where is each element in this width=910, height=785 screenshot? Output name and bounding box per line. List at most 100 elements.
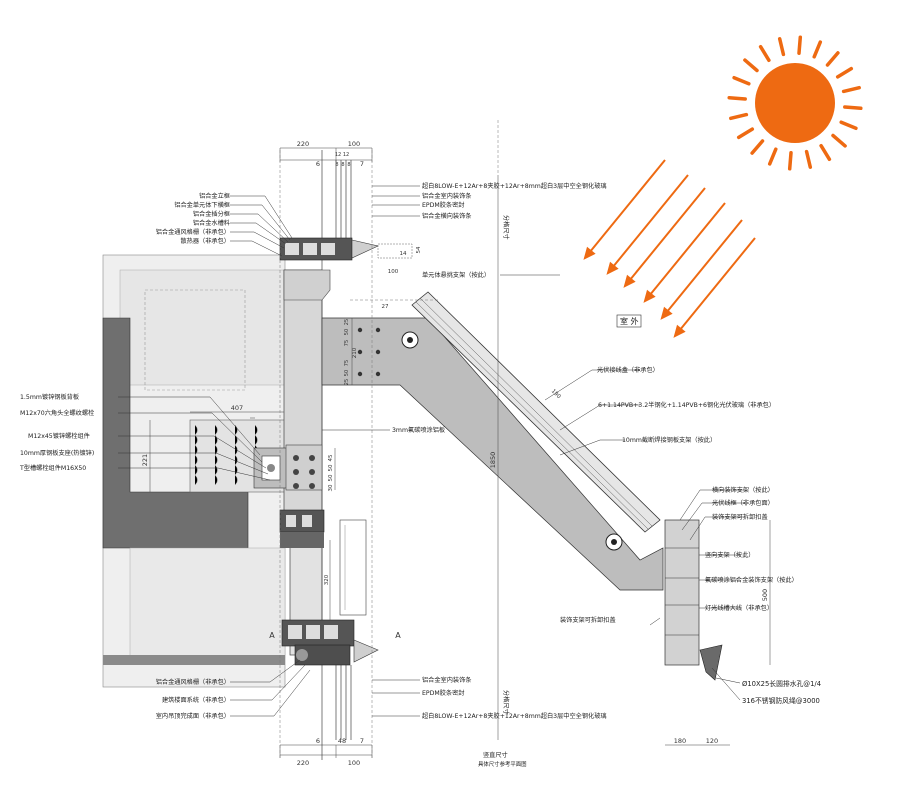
radiator-box: [144, 289, 246, 391]
dim-bottom-100: 100: [348, 759, 360, 767]
outdoor-label: 室 外: [620, 316, 639, 326]
cantilever-bracket: [321, 317, 664, 591]
sun-ray-arrows: [583, 159, 756, 338]
dim-plate-50a: 50: [344, 329, 350, 335]
top-labels: 超白8LOW-E+12Ar+8夹胶+12Ar+8mm超白3层中空全钢化玻璃 铝合…: [422, 182, 607, 220]
bottom-labels: 铝合金室内装饰条 EPDM胶条密封 超白8LOW-E+12Ar+8夹胶+12Ar…: [422, 676, 607, 720]
dimension-lines: [149, 147, 771, 758]
dim-320: 320: [324, 574, 330, 585]
dim-top-6: 6: [316, 160, 320, 168]
sun-ray: [750, 139, 765, 155]
label-vertical-bracket: 竖向支架（按此）: [705, 551, 755, 559]
sun-ray: [787, 151, 793, 171]
dim-top-8a: 8: [335, 162, 338, 168]
arrow-head: [623, 274, 636, 288]
arrow-head: [660, 306, 673, 320]
label-lower-transom: 铝合金单元体下横框: [174, 201, 230, 209]
label-epdm-top: EPDM胶条密封: [422, 201, 465, 209]
sun-disc: [755, 63, 835, 143]
label-horizontal-trim: 铝合金横向装饰条: [422, 212, 472, 220]
label-alu-panel: 3mm氟碳喷涂铝板: [392, 426, 445, 434]
sun-icon: [727, 35, 863, 171]
label-pv-junction: 光伏接线盒（非承包）: [597, 366, 659, 374]
sun-ray: [839, 120, 858, 131]
dim-plate-75b: 75: [344, 360, 350, 366]
label-drain-hole: Ø10X25长圆排水孔@1/4: [742, 679, 821, 688]
sun-ray: [797, 35, 803, 55]
bolt-column: [285, 444, 323, 491]
dim-1850: 1850: [489, 452, 497, 469]
note-refer-plan: 具体尺寸参考平面图: [478, 760, 527, 768]
dim-bottom-6: 6: [316, 737, 320, 745]
dim-bottom-48: 48: [338, 737, 346, 745]
dim-plate-50b: 50: [344, 370, 350, 376]
label-split-frame: 铝合金插分框: [193, 210, 230, 218]
dim-bolt-45: 45: [328, 454, 334, 461]
dim-27: 27: [382, 304, 389, 310]
label-cantilever: 单元体悬挑支架（按此）: [422, 271, 490, 279]
pv-panel: [411, 291, 661, 533]
lower-zone: [129, 547, 286, 659]
pivot-upper-core: [407, 337, 413, 343]
sun-ray: [758, 44, 771, 63]
sun-ray: [831, 133, 847, 148]
glass-lower: [335, 665, 352, 740]
label-radiator: 散热器（非承包）: [181, 237, 231, 245]
dimension-text: 220 100 12 12 6 8 8 8 7 220 100 6 48 7 1…: [141, 140, 769, 767]
label-wind-cable: 316不锈钢防风绳@3000: [742, 696, 820, 705]
label-gutter: 铝合金水槽料: [193, 219, 230, 227]
dim-500: 500: [761, 589, 769, 601]
label-bolt-assembly: M12x45镀锌螺栓组件: [28, 432, 90, 440]
pivot-lower-core: [611, 539, 617, 545]
label-vent-grille: 铝合金通风格栅（非承包）: [156, 228, 230, 236]
dim-bottom-120: 120: [706, 737, 718, 745]
plate-bolts: [357, 327, 381, 377]
sun-ray-arrow-icon: [624, 187, 706, 287]
dim-bolt-50b: 50: [328, 474, 334, 481]
sun-ray: [825, 51, 840, 67]
label-alu-bracket: 氟碳喷涂铝合金装饰支架（按此）: [705, 576, 798, 584]
sun-ray: [727, 95, 747, 101]
label-t-bolt: T型槽螺栓组件M16X50: [19, 464, 86, 472]
note-vertical-dim: 竖直尺寸: [483, 751, 508, 759]
label-vent-grille-lower: 铝合金通风格栅（非承包）: [156, 678, 230, 686]
sun-rays: [727, 35, 863, 171]
dim-top-220: 220: [297, 140, 309, 148]
slab-bracket: [253, 447, 289, 489]
dim-bolt-30: 30: [328, 484, 334, 491]
dim-top-12a: 12: [335, 152, 341, 158]
label-interior-trim-bottom: 铝合金室内装饰条: [422, 676, 472, 684]
dim-plate-210: 210: [352, 347, 358, 358]
insulation-hatch: [194, 424, 258, 486]
stack-joint: [279, 509, 367, 616]
label-epdm-bottom: EPDM胶条密封: [422, 689, 465, 697]
dim-slab-221: 221: [141, 454, 149, 466]
dim-top-8c: 8: [347, 162, 350, 168]
dim-bottom-7: 7: [360, 737, 364, 745]
sun-ray: [835, 66, 854, 79]
section-mark-a-right: A: [395, 631, 401, 640]
left-mid-labels: 1.5mm镀锌钢板背板 M12x70六角头全螺纹螺栓 M12x45镀锌螺栓组件 …: [19, 393, 94, 472]
hidden-lines: [279, 120, 499, 760]
dim-bottom-180: 180: [674, 737, 686, 745]
sun-ray-arrow-icon: [607, 174, 689, 274]
dim-54: 54: [416, 246, 422, 253]
arrow-head: [673, 324, 686, 338]
sun-ray-arrow-icon: [674, 237, 756, 337]
dim-14: 14: [400, 251, 407, 257]
label-removable-cap-top: 装饰支架可拆卸扣盖: [712, 513, 768, 521]
sun-ray: [777, 37, 786, 57]
note-grid-dim-top: 分格尺寸: [502, 215, 510, 240]
sun-ray: [767, 147, 778, 166]
outdoor-label-box: [616, 314, 642, 328]
ceiling-band: [103, 655, 285, 665]
note-grid-dim-bottom: 分格尺寸: [502, 690, 510, 715]
label-glass-top: 超白8LOW-E+12Ar+8夹胶+12Ar+8mm超白3层中空全钢化玻璃: [422, 182, 607, 190]
label-back-panel: 1.5mm镀锌钢板背板: [20, 393, 79, 401]
upper-transom: [279, 237, 413, 301]
sun-ray-arrow-icon: [644, 202, 726, 302]
dim-bolt-50a: 50: [328, 464, 334, 471]
sun-ray: [812, 40, 823, 59]
